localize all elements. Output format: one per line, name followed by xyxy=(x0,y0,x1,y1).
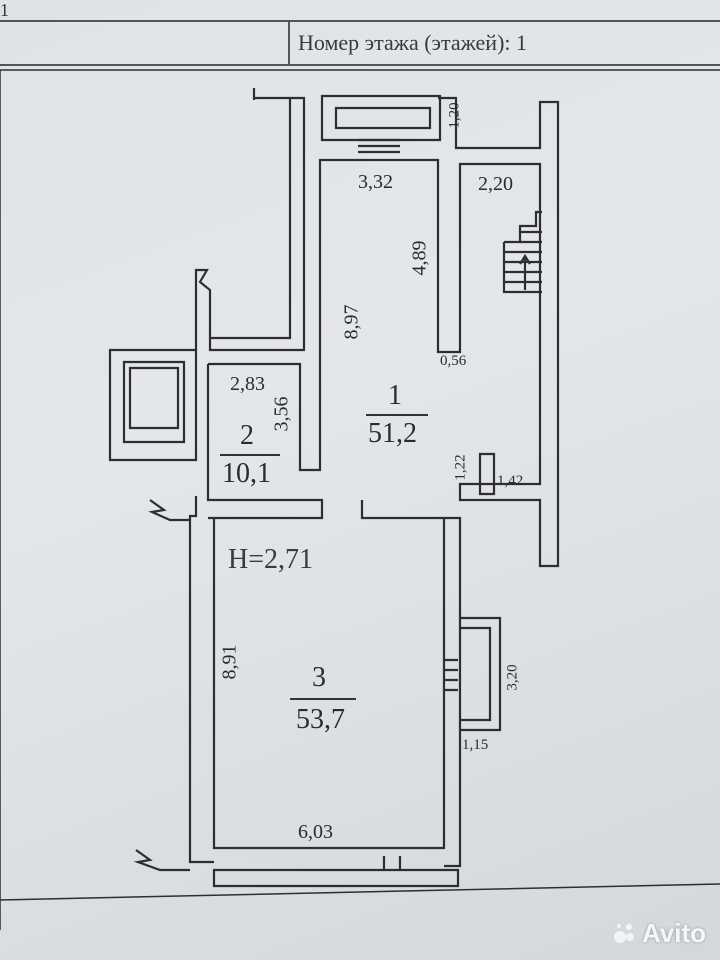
niche-box xyxy=(478,452,496,496)
vestibule-outer xyxy=(108,348,198,462)
room3-inner-left xyxy=(212,518,446,850)
top-porch-inner xyxy=(334,106,432,130)
dim-side-porch-length: 3,20 xyxy=(504,664,521,691)
wall-break-mark-bottom xyxy=(133,849,190,872)
stair-arrow xyxy=(519,253,531,290)
dim-partition-width: 0,56 xyxy=(440,353,467,369)
room3-number: 3 xyxy=(312,662,326,693)
room2-walls xyxy=(208,96,560,568)
dim-room1-top-width: 3,32 xyxy=(358,171,393,193)
room2-inner-box xyxy=(206,364,324,520)
room2-fraction-line xyxy=(220,454,280,456)
dim-room3-width: 6,03 xyxy=(298,821,333,843)
header-bottom-line xyxy=(0,64,720,66)
side-porch-outer xyxy=(460,616,502,732)
floor-number-label: Номер этажа (этажей): 1 xyxy=(298,30,528,55)
dim-room1-length: 8,97 xyxy=(340,304,363,340)
room2-number: 2 xyxy=(240,420,254,451)
top-porch-steps xyxy=(358,138,400,154)
avito-logo-icon xyxy=(614,924,634,943)
dim-room3-length: 8,91 xyxy=(218,644,241,680)
room3-top-right xyxy=(360,500,462,848)
room3-left-wall xyxy=(188,496,214,864)
vestibule-inner xyxy=(122,360,186,444)
wall-outer-left-top xyxy=(194,96,306,352)
stair-outline xyxy=(502,210,542,294)
dim-side-porch-width: 1,15 xyxy=(462,737,489,753)
room3-fraction-line xyxy=(290,698,356,700)
room3-bottom-wall xyxy=(212,868,460,888)
vestibule-inset xyxy=(128,366,180,430)
wall-break-mark-mid xyxy=(148,499,190,522)
room1-number: 1 xyxy=(388,380,402,411)
room3-right-outer xyxy=(444,848,462,868)
dim-stair-length: 4,89 xyxy=(408,240,431,276)
avito-watermark-text: Avito xyxy=(642,918,707,948)
header-cell-divider xyxy=(288,20,290,66)
dim-room2-width: 2,83 xyxy=(230,373,265,395)
room2-area: 10,1 xyxy=(222,458,271,489)
header-top-line xyxy=(0,20,720,22)
corner-mark: 1 xyxy=(0,0,9,20)
sheet-bottom-line xyxy=(0,883,720,901)
dim-top-porch-depth: 1,20 xyxy=(446,102,463,129)
room1-area: 51,2 xyxy=(368,418,417,449)
dim-room2-length: 3,56 xyxy=(270,396,293,432)
side-porch-inner xyxy=(460,626,492,722)
wall-left-corridor-inner xyxy=(210,98,292,340)
room3-bottom-gap xyxy=(382,856,402,870)
ceiling-height-note: H=2,71 xyxy=(228,544,314,575)
stair-treads xyxy=(504,230,542,284)
side-porch-steps xyxy=(444,658,458,692)
dim-niche-width: 1,42 xyxy=(497,473,524,489)
dim-stair-width: 2,20 xyxy=(478,173,513,195)
room1-fraction-line xyxy=(366,414,428,416)
dim-niche-depth: 1,22 xyxy=(452,454,469,481)
room3-area: 53,7 xyxy=(296,704,345,735)
top-porch-outer xyxy=(320,94,442,142)
header-table: 1 Номер этажа (этажей): 1 xyxy=(0,0,720,70)
